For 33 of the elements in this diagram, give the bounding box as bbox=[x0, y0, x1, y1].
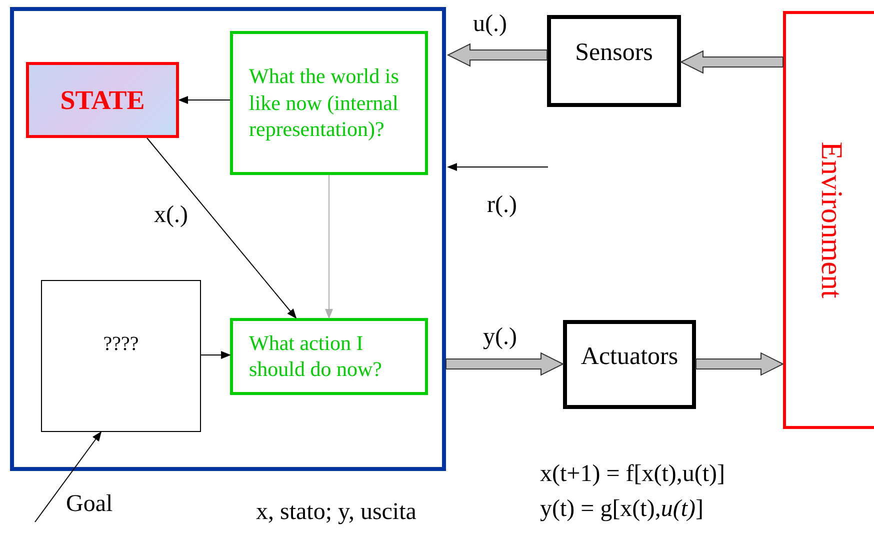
equation-text: x(t+1) = f[x(t),u(t)] bbox=[540, 462, 726, 486]
note-text: x, stato; y, uscita bbox=[256, 500, 416, 524]
arrow bbox=[178, 96, 230, 104]
node-text: Sensors bbox=[575, 39, 653, 67]
arrow bbox=[447, 163, 548, 171]
process-box bbox=[230, 318, 428, 395]
sensors-box bbox=[547, 15, 681, 107]
equation-text: y(t) = g[x(t),u(t)] bbox=[540, 497, 704, 521]
arrow bbox=[146, 138, 297, 319]
arrow bbox=[325, 174, 333, 319]
edge-label: x(.) bbox=[154, 203, 188, 227]
block-arrow bbox=[696, 352, 784, 376]
arrow bbox=[34, 431, 102, 522]
agent-box bbox=[10, 7, 446, 471]
node-text: ???? bbox=[103, 332, 139, 356]
edge-label: Goal bbox=[66, 492, 113, 516]
edge-label: u(.) bbox=[473, 12, 507, 36]
block-arrow bbox=[446, 352, 564, 376]
block-arrow bbox=[446, 43, 548, 67]
arrow bbox=[200, 351, 231, 359]
block-arrow bbox=[680, 50, 784, 74]
process-box bbox=[230, 31, 428, 175]
edge-label: r(.) bbox=[487, 193, 517, 217]
node-text: What action I should do now? bbox=[249, 330, 383, 382]
process-box bbox=[41, 280, 201, 432]
node-text: Environment bbox=[814, 142, 848, 298]
state-box bbox=[26, 62, 179, 138]
edge-label: y(.) bbox=[483, 325, 517, 349]
node-text: STATE bbox=[60, 84, 145, 116]
node-text: What the world is like now (internal representation)? bbox=[249, 63, 400, 143]
actuators-box bbox=[563, 320, 696, 409]
environment-box bbox=[783, 11, 874, 429]
node-text: Actuators bbox=[580, 342, 678, 370]
